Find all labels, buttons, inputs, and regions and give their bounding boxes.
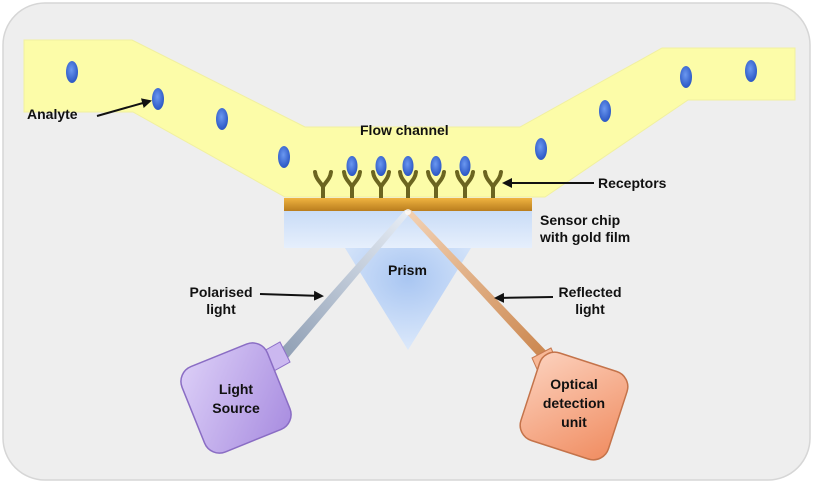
flow-channel-label: Flow channel xyxy=(360,122,449,138)
receptor xyxy=(342,156,362,200)
analyte-particle xyxy=(599,100,611,122)
incident-beam xyxy=(273,210,411,364)
receptor xyxy=(426,156,446,200)
analyte-particle xyxy=(535,138,547,160)
analyte-particle xyxy=(680,66,692,88)
polarised-label-line2: light xyxy=(206,301,236,317)
receptor xyxy=(455,156,475,200)
analyte-particle xyxy=(745,60,757,82)
beam-spot xyxy=(405,209,411,215)
detector-label-line1: Optical xyxy=(550,376,598,392)
sensor-chip-label-line2: with gold film xyxy=(540,229,631,245)
reflected-label-line2: light xyxy=(575,301,605,317)
detector-label-line2: detection xyxy=(542,395,606,411)
detector-label: Optical detection unit xyxy=(532,375,616,432)
analyte-particle xyxy=(216,108,228,130)
sensor-chip-label-line1: Sensor chip xyxy=(540,212,621,228)
light-source-label: Light Source xyxy=(196,380,276,418)
reflected-arrow xyxy=(494,292,554,303)
receptor xyxy=(398,156,418,200)
flow-channel xyxy=(23,39,796,198)
gold-film xyxy=(284,198,532,211)
polarised-arrow xyxy=(259,290,324,301)
polarised-light-label: Polarised light xyxy=(181,284,261,318)
analyte-particle xyxy=(152,88,164,110)
receptor-array xyxy=(313,156,503,200)
sensor-chip xyxy=(284,211,532,248)
receptor xyxy=(313,170,333,200)
light-source-label-line1: Light xyxy=(218,381,254,397)
bound-analyte xyxy=(375,156,387,176)
detector-label-line3: unit xyxy=(561,414,587,430)
detector-box xyxy=(519,351,629,461)
polarised-label-line1: Polarised xyxy=(189,284,253,300)
light-source-box xyxy=(180,342,292,454)
reflected-light-label: Reflected light xyxy=(550,284,630,318)
reflected-label-line1: Reflected xyxy=(558,284,622,300)
receptor xyxy=(371,156,391,200)
analyte-particles xyxy=(66,60,757,168)
bound-analyte xyxy=(430,156,442,176)
receptor xyxy=(483,170,503,200)
sensor-chip-label: Sensor chip with gold film xyxy=(540,212,630,246)
receptors-label: Receptors xyxy=(598,175,667,191)
analyte-label: Analyte xyxy=(27,106,78,122)
light-source-label-line2: Source xyxy=(212,400,260,416)
analyte-arrow xyxy=(96,98,152,117)
bound-analyte xyxy=(459,156,471,176)
prism-label: Prism xyxy=(388,262,427,278)
analyte-particle xyxy=(278,146,290,168)
bound-analyte xyxy=(346,156,358,176)
reflected-beam xyxy=(405,210,553,363)
prism xyxy=(345,248,471,350)
analyte-particle xyxy=(66,61,78,83)
bound-analyte xyxy=(402,156,414,176)
